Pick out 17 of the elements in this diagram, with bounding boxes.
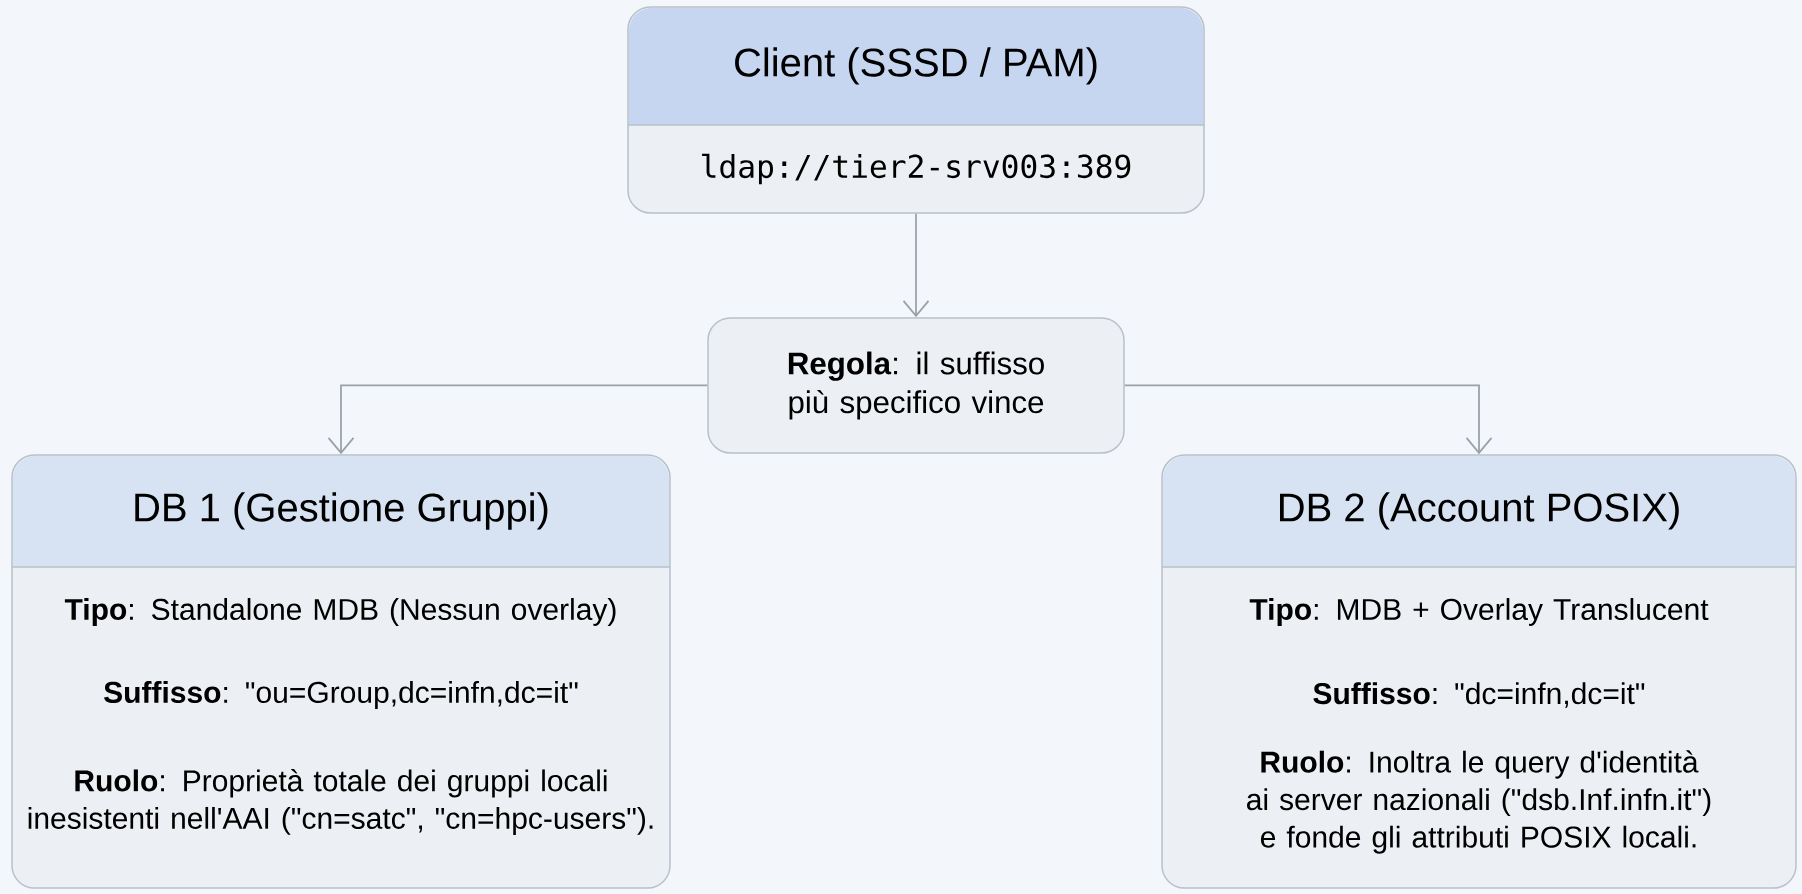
header-card	[1161, 454, 1797, 889]
box-heading: DB 1 (Gestione Gruppi)	[135, 492, 548, 530]
description-text: Tipo: Standalone MDB (Nessun overlay)	[64, 598, 616, 626]
description-text: Suffisso: "dc=infn,dc=it"	[1313, 682, 1645, 708]
rule-text: Regola: il suffisso più specifico vince	[788, 351, 1044, 420]
header-card	[11, 454, 671, 889]
header-card	[627, 6, 1205, 214]
description-text: Ruolo: Inoltra le query d'identità ai server nazionali ("dsb.Inf.infn.it") e fonde gli attributi POSIX locali.	[1247, 750, 1711, 854]
box-heading: Client (SSSD / PAM)	[735, 47, 1097, 85]
description-text: Tipo: MDB + Overlay Translucent	[1249, 598, 1709, 626]
arrow	[327, 384, 709, 455]
address-text: ldap://tier2-srv003:389	[702, 153, 1131, 185]
description-text: Suffisso: "ou=Group,dc=infn,dc=it"	[104, 681, 578, 709]
box-heading: DB 2 (Account POSIX)	[1280, 492, 1679, 530]
arrow	[902, 212, 930, 318]
arrow	[1123, 384, 1493, 455]
description-text: Ruolo: Proprietà totale dei gruppi locali inesistenti nell'AAI ("cn=satc", "cn=hpc-users").	[28, 769, 653, 835]
